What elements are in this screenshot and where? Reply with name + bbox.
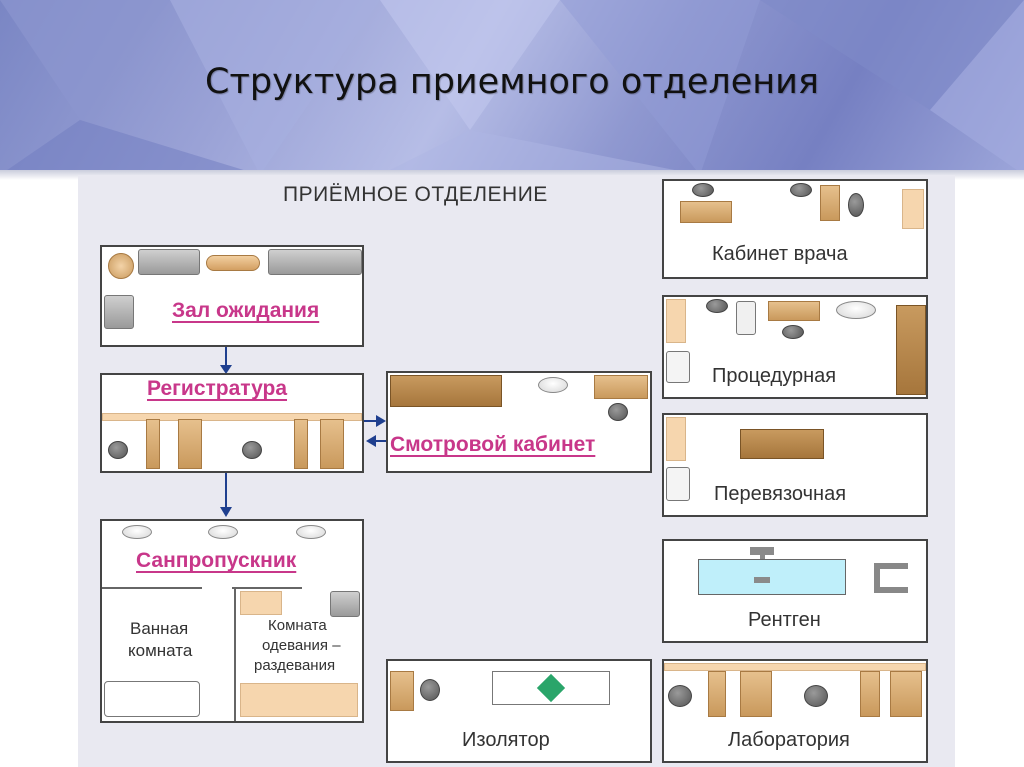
- cabinet-icon: [390, 671, 414, 711]
- polygon-background: [0, 0, 1024, 175]
- room-waiting-hall: Зал ожидания: [100, 245, 364, 347]
- partition-wall: [102, 587, 202, 589]
- arrow-registry-to-sanitary: [220, 473, 232, 517]
- cabinet-icon: [820, 185, 840, 221]
- desk-icon: [680, 201, 732, 223]
- room-doctor-office: Кабинет врача: [662, 179, 928, 279]
- cabinet-icon: [178, 419, 202, 469]
- header-banner: Структура приемного отделения: [0, 0, 1024, 175]
- diamond-icon: [536, 673, 566, 703]
- room-registry: Регистратура: [100, 373, 364, 473]
- room-label-dressing: Перевязочная: [714, 483, 847, 505]
- chair-icon: [420, 679, 440, 701]
- couch-icon: [740, 429, 824, 459]
- bench-icon: [240, 683, 358, 717]
- sofa-icon: [268, 249, 362, 275]
- dressing-label-line3: раздевания: [254, 657, 336, 674]
- locker-icon: [330, 591, 360, 617]
- detector-icon: [874, 563, 908, 593]
- arrow-waiting-to-registry: [220, 347, 232, 374]
- dressing-label-line1: Комната: [268, 617, 327, 634]
- table-icon: [206, 255, 260, 271]
- xray-table-icon: [698, 559, 846, 595]
- room-label-isolator: Изолятор: [462, 729, 550, 751]
- sink-icon: [122, 525, 152, 539]
- room-label-xray: Рентген: [748, 609, 821, 631]
- couch-icon: [390, 375, 502, 407]
- room-label-lab: Лаборатория: [728, 729, 850, 751]
- figure-heading: ПРИЁМНОЕ ОТДЕЛЕНИЕ: [283, 183, 548, 206]
- sink-icon: [538, 377, 568, 393]
- cabinet-icon: [666, 351, 690, 383]
- chair-icon: [706, 299, 728, 313]
- chair-icon: [242, 441, 262, 459]
- chair-icon: [608, 403, 628, 421]
- sink-icon: [836, 301, 876, 319]
- sink-icon: [296, 525, 326, 539]
- room-isolator: Изолятор: [386, 659, 652, 763]
- room-xray: Рентген: [662, 539, 928, 643]
- partition-wall: [232, 587, 302, 589]
- slide-title: Структура приемного отделения: [205, 62, 819, 102]
- cabinet-icon: [740, 671, 772, 717]
- room-label-procedure: Процедурная: [712, 365, 837, 387]
- floor-plan-figure: ПРИЁМНОЕ ОТДЕЛЕНИЕ Зал ожидания Регистра…: [78, 175, 955, 767]
- counter-icon: [102, 413, 362, 421]
- room-procedure: Процедурная: [662, 295, 928, 399]
- bench-icon: [240, 591, 282, 615]
- cabinet-icon: [294, 419, 308, 469]
- cabinet-icon: [890, 671, 922, 717]
- room-label-exam: Смотровой кабинет: [390, 433, 596, 456]
- partition-wall: [234, 587, 236, 721]
- chair-icon: [668, 685, 692, 707]
- room-label-registry: Регистратура: [147, 377, 288, 400]
- cabinet-icon: [146, 419, 160, 469]
- cabinet-icon: [666, 467, 690, 501]
- sink-icon: [208, 525, 238, 539]
- xray-arm-icon: [750, 547, 774, 555]
- bath-label-line1: Ванная: [130, 619, 189, 638]
- chair-icon: [804, 685, 828, 707]
- cabinet-icon: [860, 671, 880, 717]
- room-label-doctor: Кабинет врача: [712, 243, 848, 265]
- room-label-waiting: Зал ожидания: [172, 299, 320, 322]
- bed-icon: [492, 671, 610, 705]
- xray-arm-icon: [754, 577, 770, 583]
- counter-icon: [664, 663, 926, 671]
- room-sanitary-checkpoint: Санпропускник Ванная комната Комната оде…: [100, 519, 364, 723]
- couch-icon: [896, 305, 926, 395]
- desk-icon: [768, 301, 820, 321]
- room-laboratory: Лаборатория: [662, 659, 928, 763]
- chair-icon: [692, 183, 714, 197]
- room-label-sanitary: Санпропускник: [136, 549, 297, 572]
- armchair-icon: [108, 253, 134, 279]
- room-exam: Смотровой кабинет: [386, 371, 652, 473]
- desk-icon: [594, 375, 648, 399]
- screen-icon: [736, 301, 756, 335]
- cabinet-icon: [320, 419, 344, 469]
- room-dressing: Перевязочная: [662, 413, 928, 517]
- shelf-icon: [902, 189, 924, 229]
- cabinet-icon: [708, 671, 726, 717]
- chair-icon: [108, 441, 128, 459]
- bath-label-line2: комната: [128, 641, 193, 660]
- dressing-label-line2: одевания –: [262, 637, 341, 654]
- sofa-icon: [138, 249, 200, 275]
- shelf-icon: [666, 417, 686, 461]
- sofa-icon: [104, 295, 134, 329]
- bathtub-icon: [104, 681, 200, 717]
- shelf-icon: [666, 299, 686, 343]
- chair-icon: [848, 193, 864, 217]
- arrow-registry-to-exam: [364, 415, 388, 447]
- chair-icon: [790, 183, 812, 197]
- chair-icon: [782, 325, 804, 339]
